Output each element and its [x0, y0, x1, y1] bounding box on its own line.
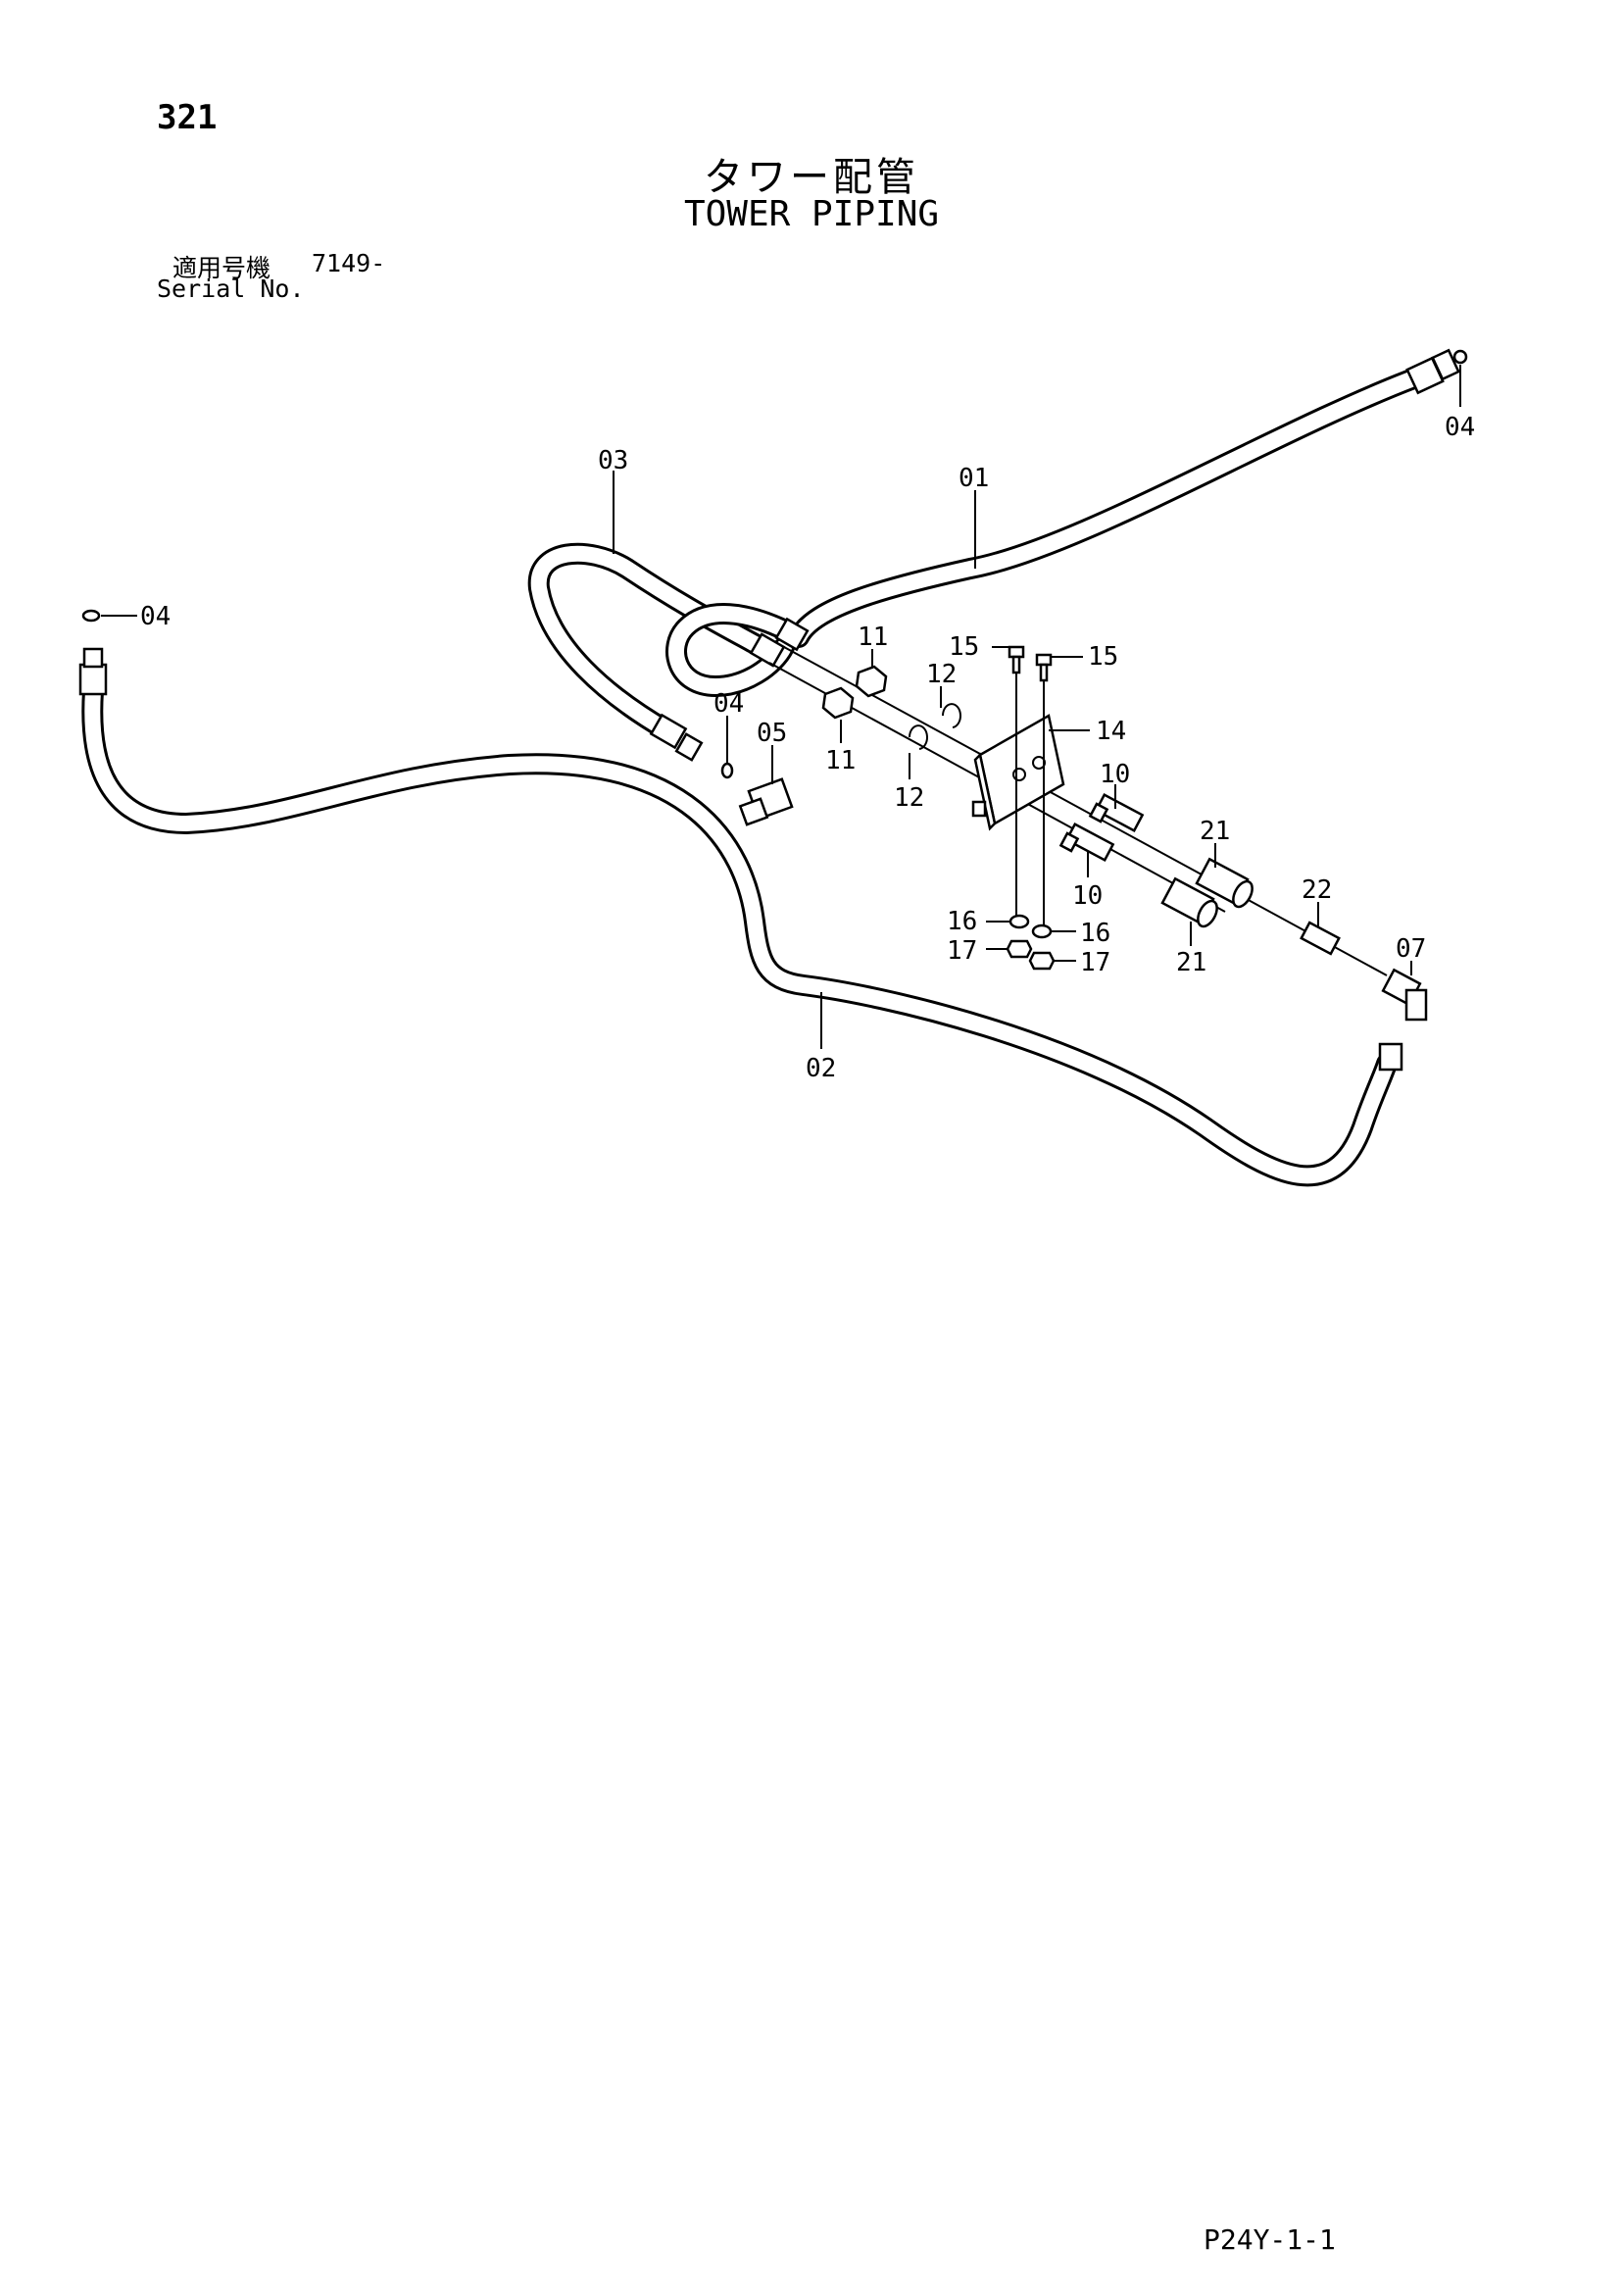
callout-04-mid: 04: [713, 689, 744, 719]
assembly-axis-line: [783, 646, 1388, 976]
bolt-15-right: [1035, 653, 1053, 926]
callout-15-left: 15: [949, 632, 979, 662]
fitting-top-right: [1405, 348, 1468, 395]
nut-11-lower: [821, 686, 855, 720]
elbow-05: [738, 777, 794, 826]
o-ring-04-mid: [720, 762, 734, 779]
callout-17-right: 17: [1080, 948, 1110, 977]
washer-16-left: [1008, 914, 1030, 929]
serial-label-english: Serial No.: [157, 275, 305, 303]
callout-14: 14: [1096, 717, 1126, 746]
callout-21-upper: 21: [1200, 817, 1230, 846]
title-english: TOWER PIPING: [683, 194, 940, 234]
connector-10-lower: [1058, 823, 1115, 862]
nut-17-left: [1006, 939, 1033, 959]
callout-05: 05: [757, 719, 787, 748]
fitting-hose-center: [749, 617, 810, 668]
page-number: 321: [157, 98, 218, 137]
callout-12-lower: 12: [894, 783, 924, 813]
connector-10-upper: [1088, 793, 1145, 832]
nut-11-upper: [855, 665, 888, 698]
snap-ring-12-lower: [909, 724, 928, 750]
title-japanese: タワー配管: [704, 155, 919, 200]
serial-value: 7149-: [312, 249, 386, 277]
adapter-22: [1300, 921, 1341, 956]
nut-17-right: [1028, 951, 1056, 971]
leader-lines: [101, 365, 1461, 1049]
coupler-21-lower: [1160, 876, 1218, 928]
callout-10-upper: 10: [1100, 760, 1130, 789]
callout-17-left: 17: [947, 936, 977, 966]
o-ring-04-left: [81, 609, 101, 623]
fitting-left: [78, 647, 108, 696]
bolt-15-left: [1008, 645, 1025, 917]
callout-16-right: 16: [1080, 919, 1110, 948]
coupler-21-upper: [1195, 857, 1254, 909]
callout-02: 02: [806, 1054, 836, 1083]
callout-15-right: 15: [1088, 642, 1118, 672]
bracket-14: [971, 714, 1065, 831]
callout-12-upper: 12: [926, 660, 957, 689]
snap-ring-12-upper: [942, 703, 961, 728]
footer-code: P24Y-1-1: [1204, 2223, 1336, 2256]
callout-11-upper: 11: [858, 623, 888, 652]
washer-16-right: [1031, 923, 1053, 939]
callout-16-left: 16: [947, 907, 977, 936]
fitting-hose-03-end: [649, 713, 704, 762]
callout-11-lower: 11: [825, 746, 856, 775]
callout-04-left: 04: [140, 602, 171, 631]
callout-21-lower: 21: [1176, 948, 1206, 977]
callout-01: 01: [959, 464, 989, 493]
callout-04-top-right: 04: [1445, 413, 1475, 442]
elbow-07: [1378, 968, 1428, 1072]
callout-03: 03: [598, 446, 628, 475]
callout-07: 07: [1396, 934, 1426, 964]
serial-label-japanese: 適用号機: [172, 254, 271, 282]
hose-02: [81, 680, 1398, 1187]
callout-22: 22: [1302, 875, 1332, 905]
callout-10-lower: 10: [1072, 881, 1103, 911]
